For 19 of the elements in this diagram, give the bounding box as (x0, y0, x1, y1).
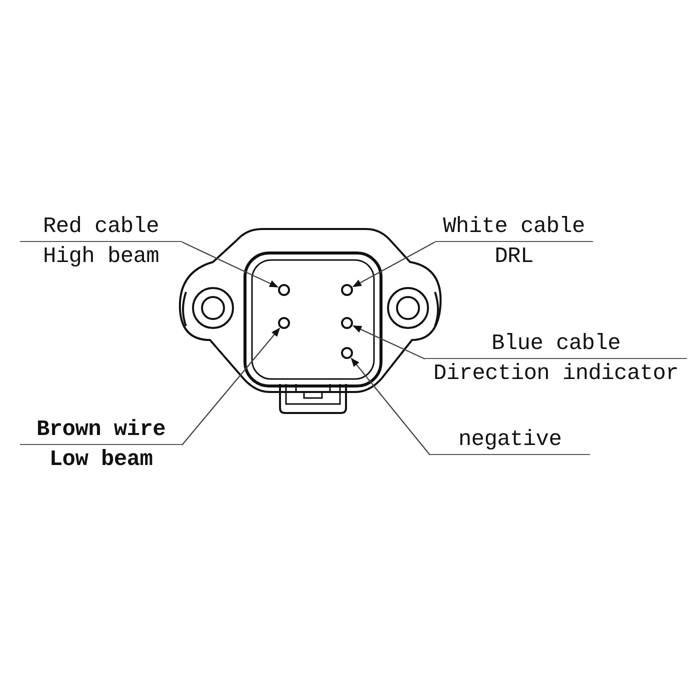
pin-socket (341, 347, 353, 359)
wire-color-label: Brown wire (20, 415, 182, 445)
wire-color-label: White cable (435, 212, 593, 242)
leader-line (352, 241, 436, 288)
pin-socket (341, 284, 353, 296)
wire-color-label: Red cable (20, 212, 182, 242)
pin-socket (341, 317, 353, 329)
leader-line (352, 325, 426, 360)
wire-color-label: Blue cable (425, 329, 687, 359)
wire-color-label: negative (430, 425, 590, 455)
function-label: Low beam (48, 446, 154, 474)
leader-line (182, 241, 278, 288)
leader-line (350, 358, 430, 456)
leader-line (182, 328, 280, 446)
function-label: DRL (494, 243, 534, 271)
pin-socket (278, 317, 290, 329)
function-label: High beam (42, 243, 160, 271)
function-label: Direction indicator (432, 360, 680, 388)
pin-socket (278, 284, 290, 296)
